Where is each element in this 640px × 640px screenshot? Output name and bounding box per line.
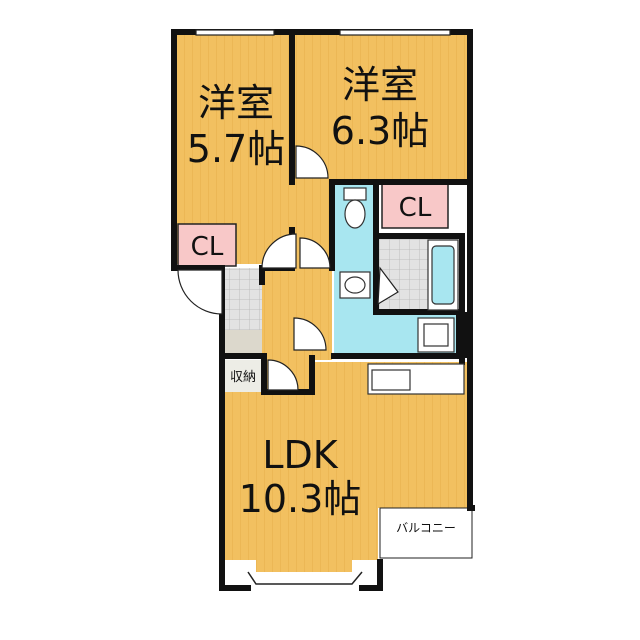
closet-right-box	[381, 183, 449, 229]
door-swings	[261, 145, 399, 391]
wall-column	[456, 312, 470, 358]
closet-right-label: CL	[399, 193, 432, 223]
entrance-door	[177, 269, 223, 315]
room-ldk-size: 10.3帖	[239, 477, 362, 521]
closet-left-label: CL	[191, 232, 224, 262]
kitchen-sink-icon	[367, 363, 465, 395]
toilet-icon	[343, 187, 367, 229]
room-western-6-3	[292, 32, 470, 180]
balcony-label: バルコニー	[396, 521, 456, 535]
room-ldk-name: LDK	[262, 433, 338, 477]
bathtub-icon	[427, 239, 459, 311]
closet-left-box	[177, 223, 237, 267]
storage-label: 収納	[230, 370, 256, 385]
washing-machine-icon	[417, 317, 455, 353]
bay-window	[247, 571, 363, 585]
balcony-area	[379, 507, 473, 559]
room-western-5-7-size: 5.7帖	[187, 127, 285, 171]
entrance-tile	[222, 268, 262, 330]
room-western-6-3-size: 6.3帖	[331, 109, 429, 153]
room-western-5-7-name: 洋室	[198, 81, 274, 125]
room-western-6-3-name: 洋室	[342, 63, 418, 107]
room-ldk	[222, 358, 470, 572]
washbasin-icon	[339, 271, 371, 299]
entrance-step	[222, 330, 262, 354]
windows	[195, 29, 451, 36]
storage-room	[222, 360, 264, 392]
